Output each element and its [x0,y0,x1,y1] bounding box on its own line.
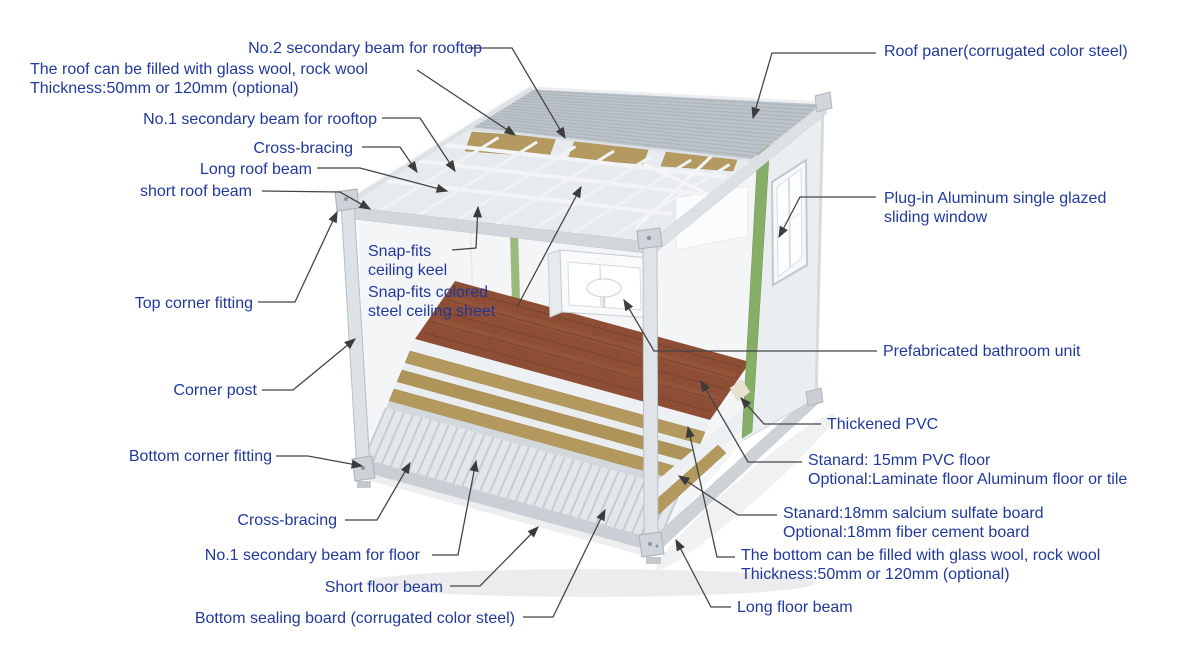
leader-bottom-fill [685,425,735,558]
label-sulfate-board: Stanard:18mm salcium sulfate board Optio… [783,505,1044,541]
leader-cross-bracing-bottom [345,461,411,521]
label-snap-fits-ceiling-sheet: Snap-fits colored steel ceiling sheet [368,284,496,320]
label-sliding-window: Plug-in Aluminum single glazed sliding w… [884,190,1107,226]
leader-no1-secondary-beam-rooftop [382,117,456,173]
leader-roof-panel [751,52,876,120]
bottom-sealing-board-corrugated [364,408,681,540]
long-roof-edge-beam [340,85,534,209]
label-short-floor-beam: Short floor beam [324,579,443,596]
roof [340,84,828,255]
label-thickened-pvc: Thickened PVC [827,416,939,433]
label-roof-fill: The roof can be filled with glass wool, … [30,61,368,97]
top-corner-fitting [814,91,833,113]
corner-post-center [642,236,659,549]
short-roof-beams [379,136,731,239]
label-cross-bracing-bottom: Cross-bracing [237,512,337,529]
leader-pvc-floor [700,379,802,463]
label-snap-fits-ceiling-keel: Snap-fits ceiling keel [368,243,448,279]
label-bathroom-unit: Prefabricated bathroom unit [883,343,1081,360]
label-corner-post: Corner post [173,382,257,399]
leader-thickened-pvc [740,397,821,425]
leader-bottom-corner-fitting [276,455,364,469]
label-top-corner-fitting: Top corner fitting [134,295,253,312]
label-no1-secondary-beam-rooftop: No.1 secondary beam for rooftop [143,111,377,128]
bottom-front-rail [360,459,659,552]
leader-sliding-window [778,196,876,239]
end-wall [729,102,824,441]
label-no2-secondary-beam-rooftop: No.2 secondary beam for rooftop [248,40,482,57]
corner-post-right-edge [814,102,825,399]
leader-roof-fill [416,69,517,136]
long-floor-beam-rail [650,394,820,552]
leader-bottom-sealing-board [523,508,606,618]
bathroom-basin [586,278,622,298]
leader-top-corner-fitting [258,210,338,303]
leader-lines [258,47,877,618]
leader-short-floor-beam [450,526,539,587]
leader-long-floor-beam [675,538,731,608]
bathroom-unit [547,249,653,319]
leader-bathroom-unit [623,298,877,352]
leader-cross-bracing-top [362,146,418,174]
leader-no1-secondary-beam-floor [432,459,479,556]
label-roof-panel: Roof paner(corrugated color steel) [884,43,1128,60]
leader-snap-fits-ceiling-sheet [516,185,582,308]
label-long-floor-beam: Long floor beam [737,599,853,616]
leader-corner-post [262,338,357,391]
roof-cross-bracing [634,148,720,230]
leader-no2-secondary-beam-rooftop [468,47,566,140]
leader-short-roof-beam [261,190,372,210]
leader-snap-fits-ceiling-keel [451,205,483,251]
label-no1-secondary-beam-floor: No.1 secondary beam for floor [204,547,420,564]
label-bottom-fill: The bottom can be filled with glass wool… [741,547,1101,583]
thickened-pvc-skirting [729,379,751,402]
label-long-roof-beam: Long roof beam [199,161,312,178]
label-short-roof-beam: short roof beam [139,183,252,200]
label-bottom-sealing-board: Bottom sealing board (corrugated color s… [194,610,515,627]
label-bottom-corner-fitting: Bottom corner fitting [128,448,272,465]
frame-posts [334,91,833,564]
label-pvc-floor: Stanard: 15mm PVC floor Optional:Laminat… [808,452,1128,488]
label-cross-bracing-top: Cross-bracing [253,140,353,157]
floor-assembly [357,339,710,558]
bottom-corner-fitting [805,387,824,407]
leader-sulfate-board [677,475,777,516]
leader-long-roof-beam [317,167,449,193]
